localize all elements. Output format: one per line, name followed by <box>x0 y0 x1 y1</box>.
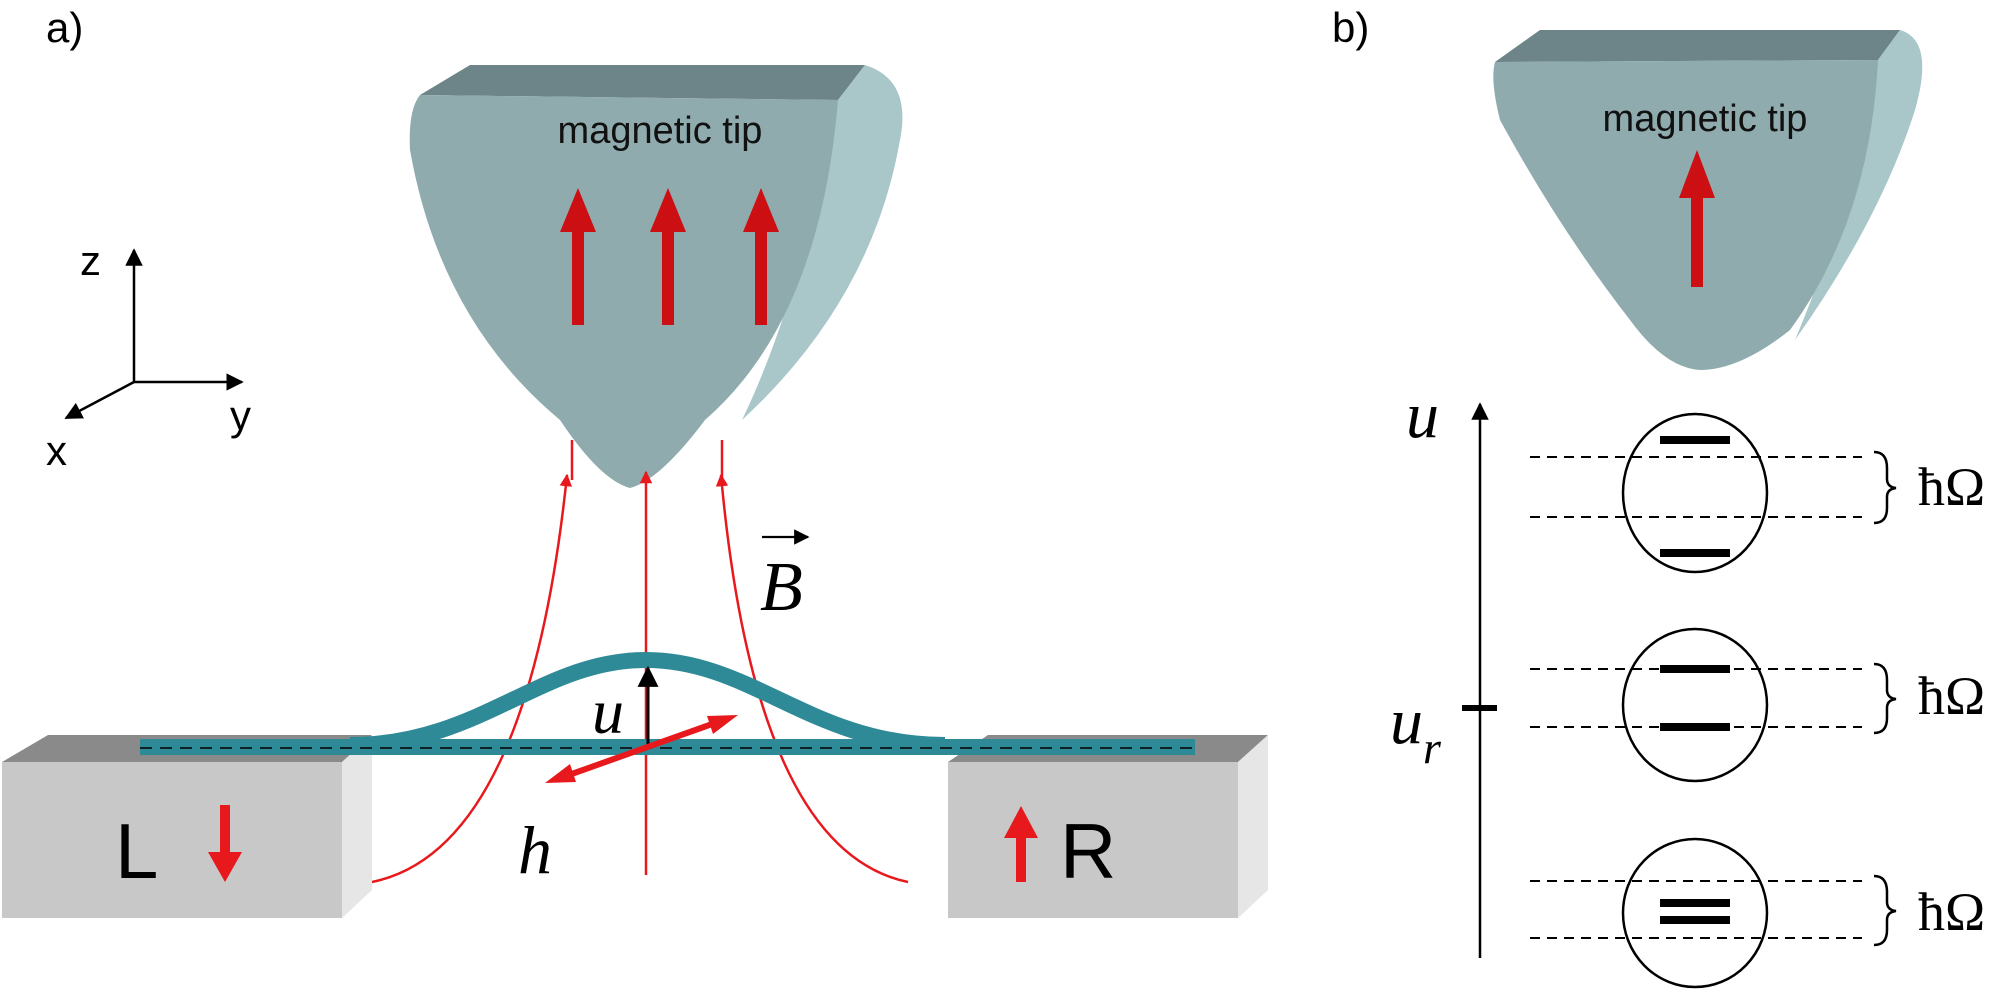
left-lead-side <box>342 735 372 918</box>
axis-z-label: z <box>80 237 101 284</box>
h-field-arrow <box>545 715 738 783</box>
left-lead-front <box>2 762 342 918</box>
tip-side-face <box>742 65 903 420</box>
tip-label-a: magnetic tip <box>558 110 763 152</box>
right-lead-label: R <box>1060 807 1116 895</box>
u-axis-label: u <box>1406 379 1439 452</box>
panel-b: b) magnetic tip u ur ħΩ <box>1332 4 1985 989</box>
field-line <box>371 473 573 884</box>
tip-top-face <box>420 65 865 100</box>
level-group-top: ħΩ <box>1530 412 1985 574</box>
panel-b-label: b) <box>1332 4 1369 51</box>
b-label: B <box>760 549 803 626</box>
spin-up-arrow-icon <box>1004 806 1038 882</box>
magnetic-tip-a: magnetic tip <box>409 65 903 488</box>
tip-front-face <box>1493 60 1878 370</box>
right-lead-side <box>1238 735 1268 918</box>
brace-icon <box>1873 450 1897 525</box>
brace-icon <box>1873 874 1897 947</box>
ur-label: ur <box>1390 685 1442 773</box>
coordinate-axes: z y x <box>46 237 251 474</box>
tip-front-face <box>409 95 838 488</box>
panel-a: a) magnetic tip z y x <box>2 4 1268 918</box>
u-label-a: u <box>592 676 624 747</box>
h-arrow-head-icon <box>545 764 576 783</box>
brace-icon <box>1873 662 1897 735</box>
left-lead-label: L <box>115 807 158 895</box>
level-group-middle: ħΩ <box>1530 627 1985 783</box>
level-group-bottom: ħΩ <box>1530 837 1985 989</box>
tip-magnetization-arrows <box>560 188 779 325</box>
level-circle <box>1621 412 1769 574</box>
magnetic-tip-b: magnetic tip <box>1493 30 1923 370</box>
nanowire-beam <box>140 651 1195 755</box>
tip-label-b: magnetic tip <box>1603 98 1808 140</box>
spin-down-arrow-icon <box>208 805 242 882</box>
level-circle <box>1621 837 1769 989</box>
axis-x-label: x <box>46 427 67 474</box>
magnetization-arrow-icon <box>650 188 686 325</box>
right-lead-front <box>948 762 1238 918</box>
magnetization-arrow-icon <box>560 188 596 325</box>
field-line <box>715 473 909 884</box>
magnetization-arrow-icon <box>743 188 779 325</box>
panel-a-label: a) <box>46 4 83 51</box>
field-b-label: B <box>760 529 810 626</box>
level-circle <box>1621 627 1769 783</box>
h-arrow-head-icon <box>707 715 738 734</box>
left-lead: L <box>2 735 372 918</box>
tip-top-face <box>1495 30 1900 62</box>
magnetization-arrow-icon <box>1679 150 1715 287</box>
axis-y-label: y <box>230 392 251 439</box>
h-label: h <box>518 812 552 888</box>
hbar-omega-label: ħΩ <box>1918 666 1985 726</box>
hbar-omega-label: ħΩ <box>1918 457 1985 517</box>
right-lead: R <box>948 735 1268 918</box>
beam-arc <box>349 651 946 753</box>
hbar-omega-label: ħΩ <box>1918 882 1985 942</box>
